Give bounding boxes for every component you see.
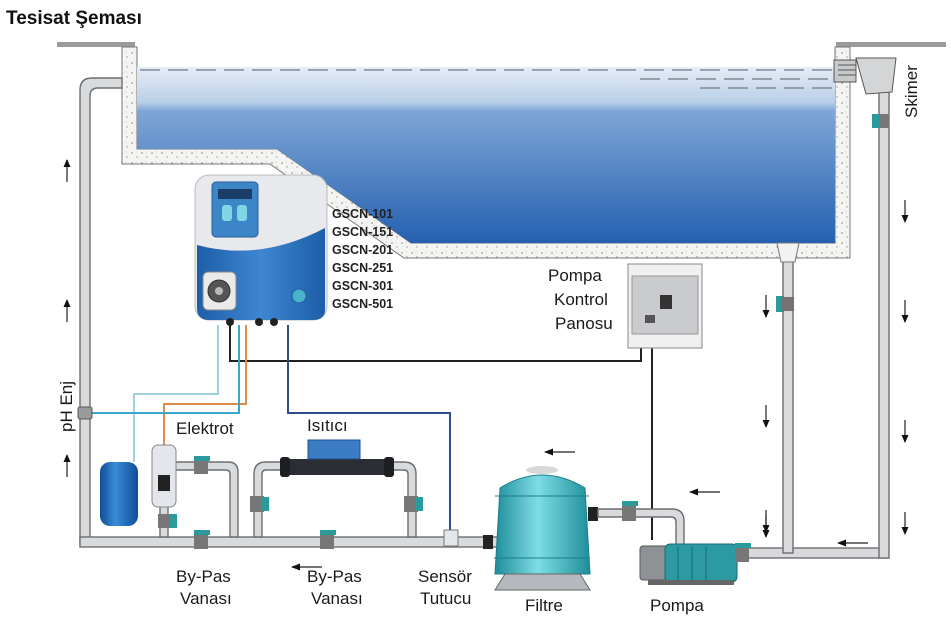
flow-arrow-up-icon: [63, 454, 71, 477]
electrode-cable: [163, 325, 247, 445]
ph-injection-point: [77, 406, 93, 420]
flow-arrow-down-icon: [762, 510, 770, 533]
pump: [639, 543, 738, 585]
ground-left: [57, 42, 135, 47]
flow-arrow-down-icon: [901, 512, 909, 535]
flow-arrow-left-icon: [544, 448, 575, 456]
pool-water: [137, 67, 835, 243]
flow-arrow-down-icon: [901, 420, 909, 443]
label-pump-panel-3: Panosu: [555, 314, 613, 333]
ph-injection-line: [90, 325, 240, 414]
model-item: GSCN-101: [332, 207, 393, 221]
filter-tank: [483, 466, 598, 591]
skimmer-valve-icon: [872, 114, 880, 128]
pump-control-panel: [627, 263, 703, 349]
diagram-title: Tesisat Şeması: [6, 8, 142, 29]
label-ph-injection: pH Enj: [57, 381, 76, 432]
label-bypass-1-line2: Vanası: [180, 589, 232, 608]
return-pipe: [79, 77, 123, 546]
electrode-bypass: [151, 444, 239, 549]
flow-arrow-down-icon: [901, 200, 909, 223]
drain-valve-body: [782, 297, 794, 311]
sensor-holder: [443, 529, 459, 547]
flow-arrows: [63, 159, 909, 571]
flow-arrow-down-icon: [762, 295, 770, 318]
bypass-valve-1-icon: [194, 530, 210, 535]
flow-arrow-down-icon: [762, 405, 770, 428]
filter-valve-icon: [622, 501, 638, 506]
controller-display: [218, 189, 252, 199]
valve-icon: [194, 456, 210, 461]
model-item: GSCN-251: [332, 261, 393, 275]
heater-control: [307, 439, 361, 460]
label-bypass-2-line2: Vanası: [311, 589, 363, 608]
model-item: GSCN-301: [332, 279, 393, 293]
label-filter: Filtre: [525, 596, 563, 615]
label-electrode: Elektrot: [176, 419, 234, 438]
electrode-sensor: [158, 475, 170, 491]
ground-right: [836, 42, 946, 47]
flow-arrow-up-icon: [63, 159, 71, 182]
bypass-valve-2-icon: [320, 530, 336, 535]
heater-body: [282, 459, 394, 475]
model-item: GSCN-501: [332, 297, 393, 311]
label-bypass-2-line1: By-Pas: [307, 567, 362, 586]
main-drain: [776, 242, 800, 263]
model-item: GSCN-201: [332, 243, 393, 257]
flow-arrow-up-icon: [63, 299, 71, 322]
filter-outlet-pipe: [597, 508, 685, 547]
label-sensor-1: Sensör: [418, 567, 472, 586]
pump-valve-icon: [735, 543, 751, 548]
valve-icon: [416, 497, 423, 511]
label-heater: Isıtıcı: [307, 416, 348, 435]
controller-models: GSCN-101 GSCN-151 GSCN-201 GSCN-251 GSCN…: [332, 207, 393, 311]
cables: [90, 325, 653, 540]
valve-icon: [170, 514, 177, 528]
flow-arrow-left-icon: [689, 488, 720, 496]
ph-tank-line: [133, 325, 219, 462]
pump-inlet-pipe: [739, 547, 889, 559]
sensor-cable: [287, 325, 451, 530]
chemical-tank: [100, 462, 138, 526]
drain-valve-icon: [776, 296, 784, 312]
label-skimmer: Skimer: [902, 65, 921, 118]
flow-arrow-down-icon: [901, 300, 909, 323]
label-pump-panel-1: Pompa: [548, 266, 602, 285]
power-cable: [229, 325, 642, 362]
controller-unit: [194, 174, 328, 326]
label-pump: Pompa: [650, 596, 704, 615]
valve-icon: [262, 497, 269, 511]
heater-bypass: [250, 439, 423, 549]
label-pump-panel-2: Kontrol: [554, 290, 608, 309]
water-surface-lines: [140, 69, 832, 89]
flow-arrow-left-icon: [837, 539, 868, 547]
skimmer-pipe: [878, 87, 890, 559]
label-sensor-2: Tutucu: [420, 589, 471, 608]
main-pipe-bottom: [79, 536, 501, 548]
skimmer: [833, 57, 897, 95]
model-item: GSCN-151: [332, 225, 393, 239]
skimmer-valve-body: [879, 114, 889, 128]
label-bypass-1-line1: By-Pas: [176, 567, 231, 586]
flow-arrow-left-icon: [291, 563, 322, 571]
